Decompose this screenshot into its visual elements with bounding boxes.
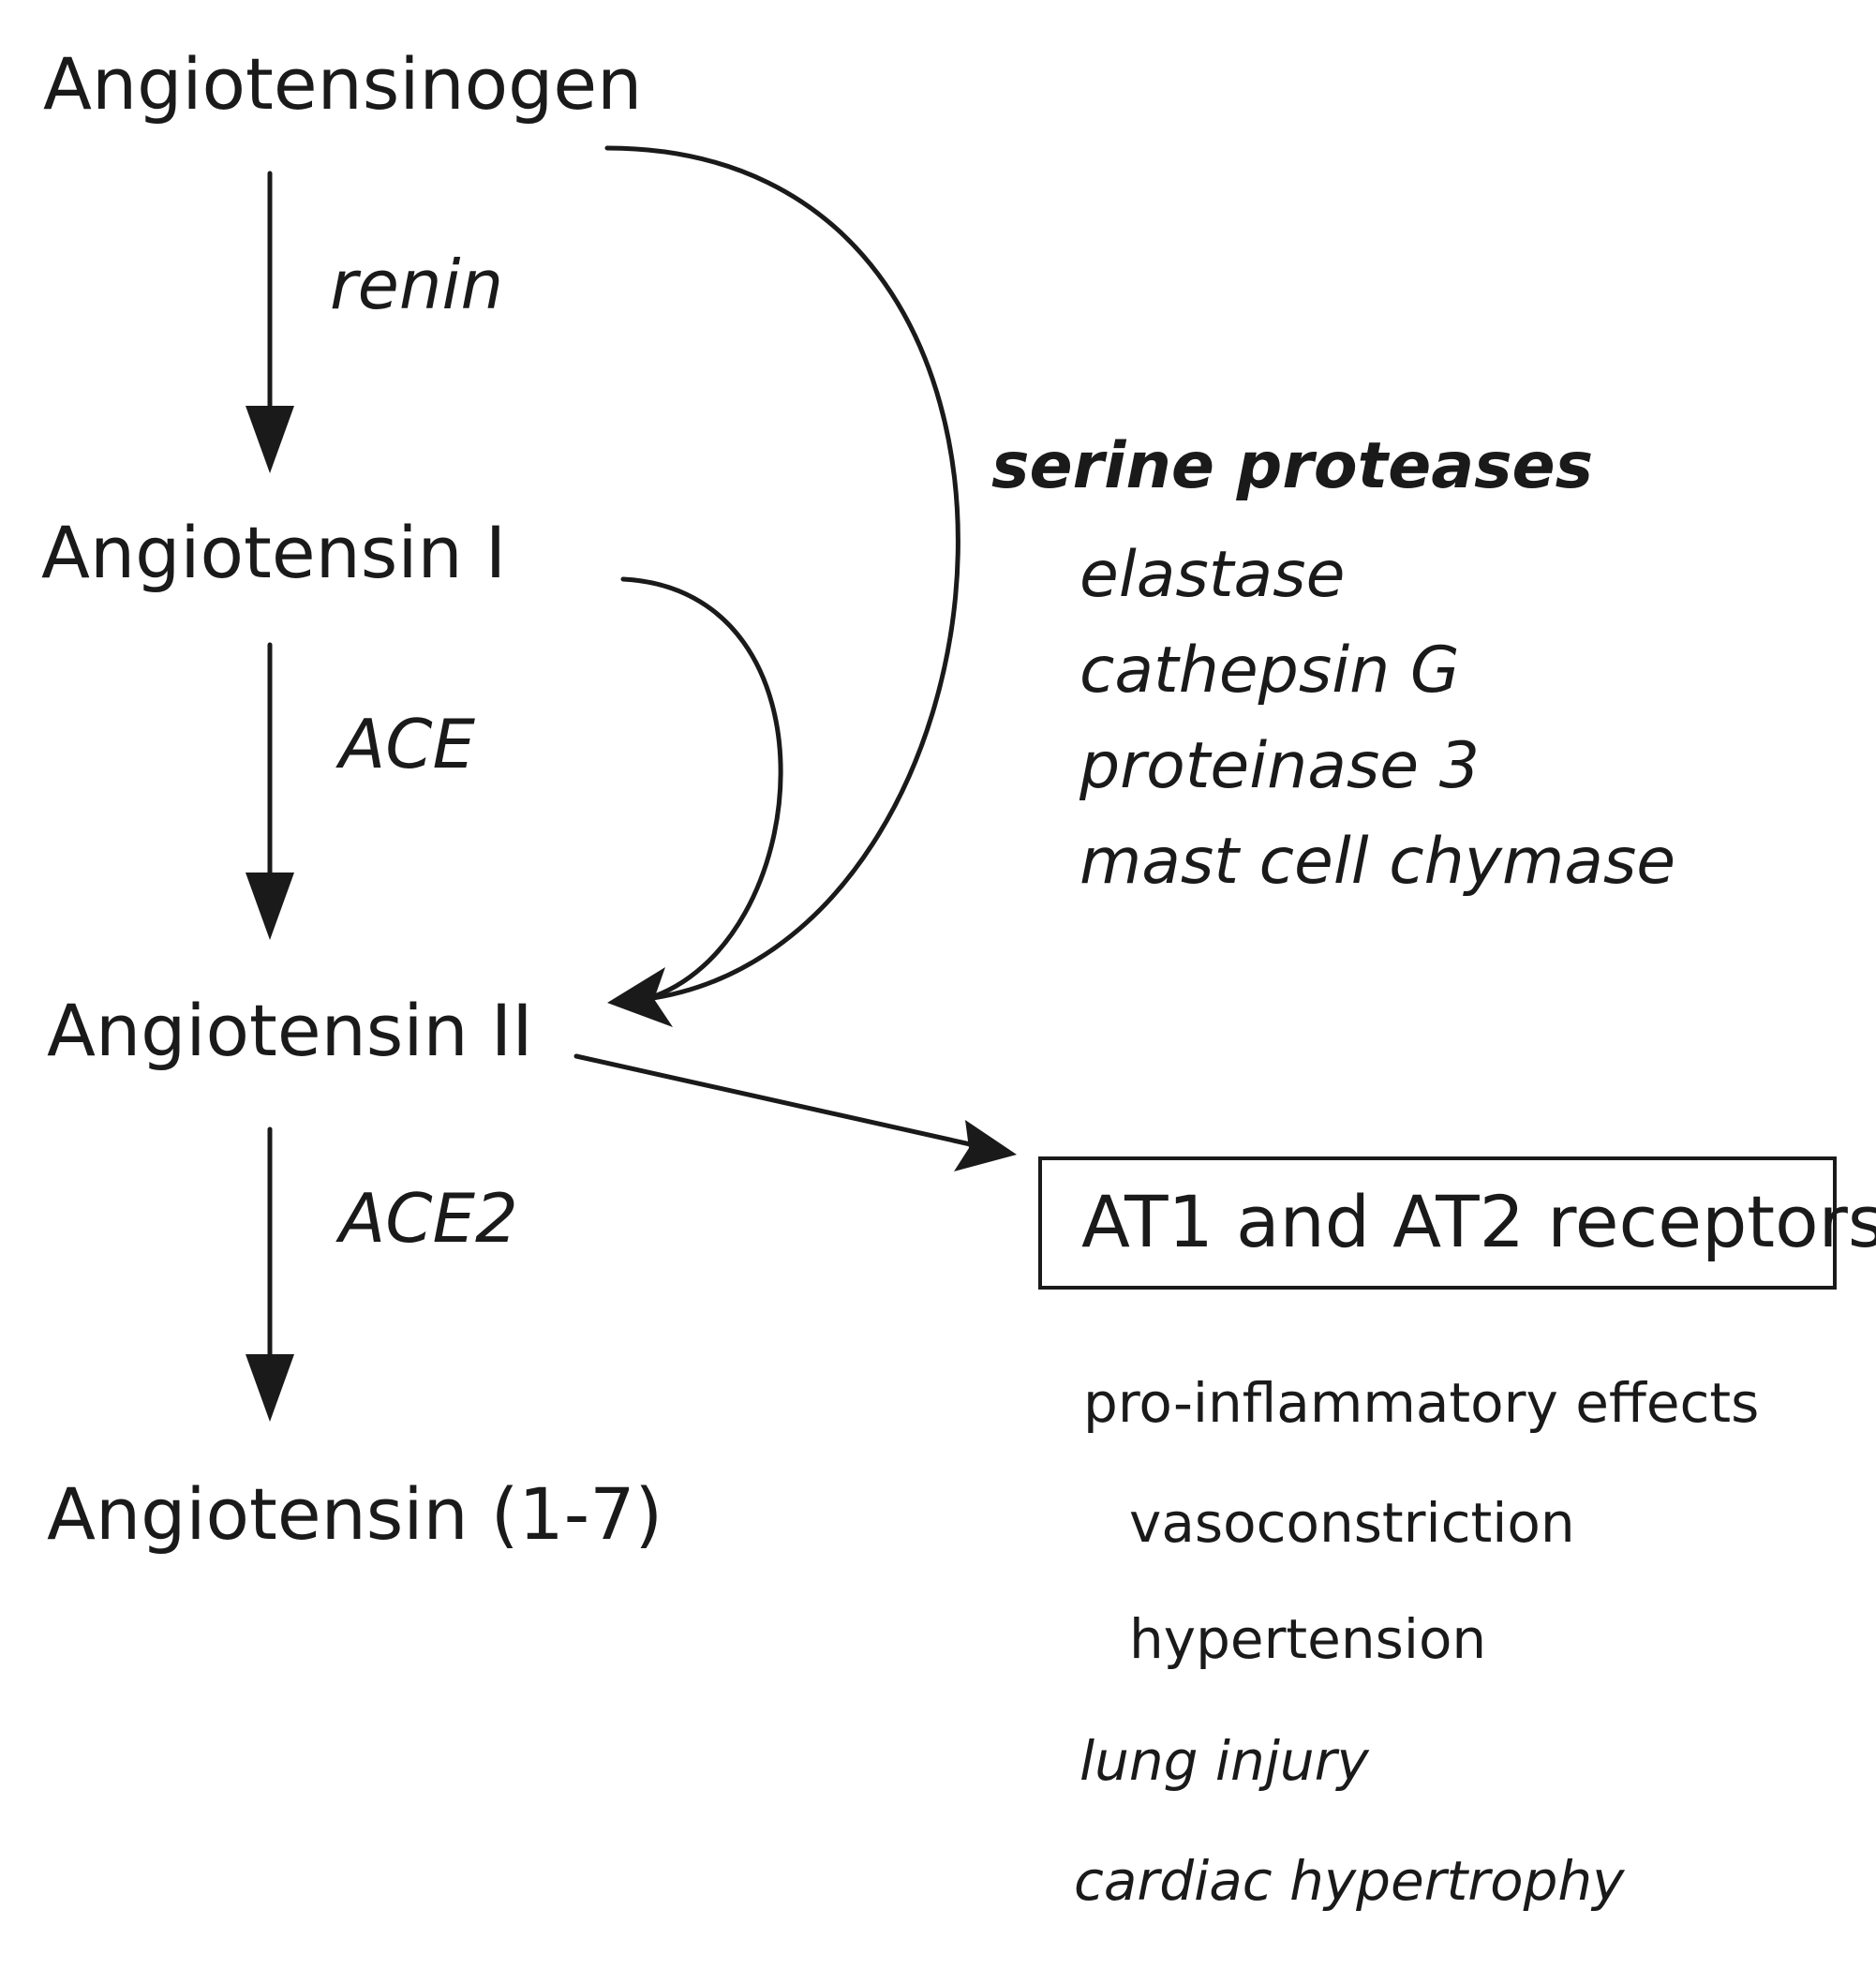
effect-item: cardiac hypertrophy (1074, 1849, 1625, 1913)
effect-item: pro-inflammatory effects (1083, 1371, 1760, 1435)
node-angiotensin-1-7: Angiotensin (1-7) (47, 1472, 663, 1556)
serine-protease-item: cathepsin G (1079, 634, 1460, 708)
serine-protease-item: elastase (1079, 538, 1346, 612)
node-angiotensin-ii: Angiotensin II (47, 989, 533, 1072)
arrowhead-ace2 (246, 1354, 294, 1422)
node-angiotensin-i: Angiotensin I (41, 511, 507, 594)
arrow-serine-proteases-curve (604, 145, 960, 1002)
receptors-label: AT1 and AT2 receptors (1081, 1180, 1876, 1263)
enzyme-ace2: ACE2 (339, 1179, 518, 1258)
enzyme-renin: renin (330, 246, 504, 324)
effect-item: hypertension (1129, 1607, 1487, 1671)
arrowhead-renin (246, 406, 294, 473)
node-angiotensinogen: Angiotensinogen (43, 42, 643, 126)
serine-proteases-heading: serine proteases (991, 429, 1594, 503)
arrow-to-receptors (573, 1053, 977, 1148)
serine-protease-item: mast cell chymase (1079, 825, 1676, 899)
enzyme-ace: ACE (339, 705, 476, 783)
arrowhead-angiotensin-ii (607, 967, 673, 1027)
effect-item: vasoconstriction (1129, 1491, 1575, 1555)
arrowhead-receptors (954, 1120, 1017, 1171)
arrowhead-ace (246, 873, 294, 940)
serine-protease-item: proteinase 3 (1079, 729, 1481, 803)
receptors-box: AT1 and AT2 receptors (1038, 1156, 1876, 1290)
effect-item: lung injury (1079, 1729, 1369, 1793)
arrow-angiotensin-i-curve (620, 576, 783, 1002)
